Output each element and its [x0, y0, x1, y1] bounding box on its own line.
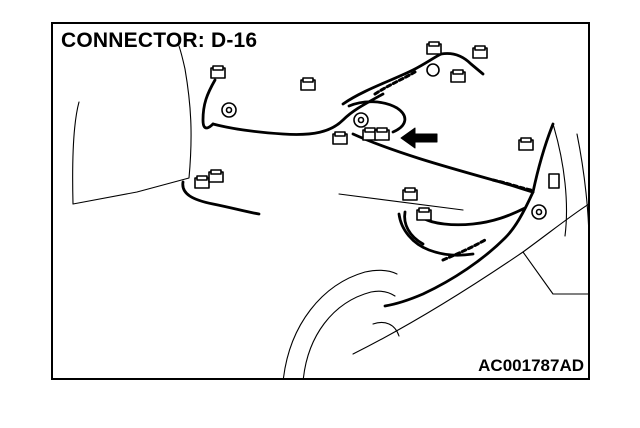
wiring-harness: [181, 52, 555, 308]
harness-tape: [373, 70, 533, 262]
vehicle-body-outline: [72, 45, 588, 378]
figure-title: CONNECTOR: D-16: [61, 29, 258, 52]
diagram-frame: CONNECTOR: D-16 AC001787AD: [51, 22, 590, 380]
figure-code: AC001787AD: [478, 356, 584, 375]
indicator-arrow: [400, 127, 438, 149]
grommets: [221, 63, 547, 220]
connectors: [194, 41, 560, 221]
harness-illustration: [72, 41, 588, 378]
